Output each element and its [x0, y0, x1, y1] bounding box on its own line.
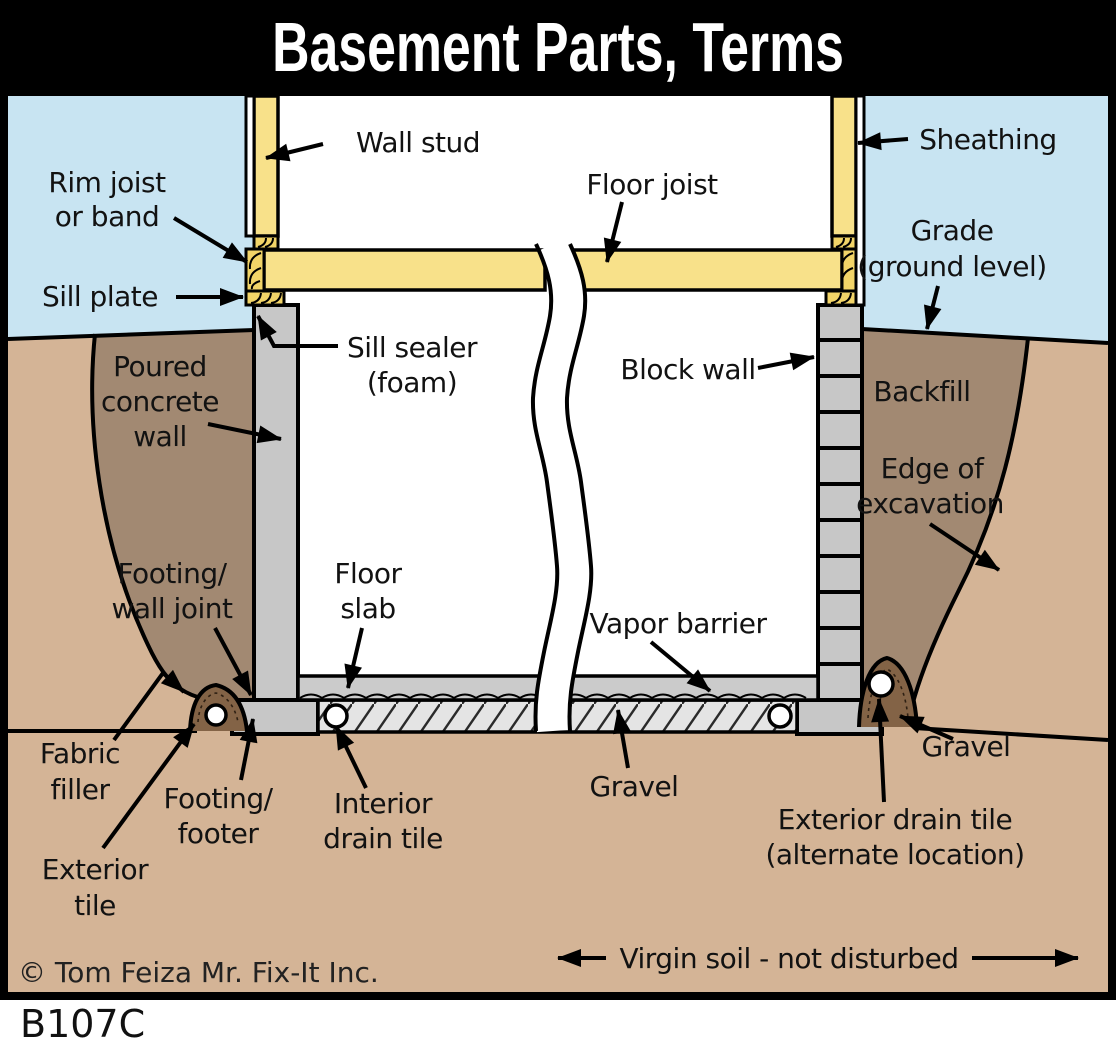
label-footing-wall-joint: Footing/ wall joint: [112, 557, 234, 625]
sill-sealer-leader: [256, 315, 338, 348]
label-fabric-filler: Fabric filler: [40, 737, 121, 806]
label-floor-joist: Floor joist: [586, 168, 718, 201]
svg-text:(alternate location): (alternate location): [765, 838, 1024, 871]
label-gravel-exterior: Gravel: [922, 730, 1011, 763]
floor-joist-leader: [603, 201, 624, 263]
svg-text:excavation: excavation: [856, 487, 1004, 520]
block-joint-lines: [818, 338, 862, 666]
label-footing-footer: Footing/ footer: [163, 782, 274, 850]
block-wall-leader: [757, 352, 815, 371]
svg-text:Poured: Poured: [113, 350, 207, 383]
svg-text:slab: slab: [340, 592, 395, 625]
label-wall-stud: Wall stud: [356, 126, 480, 159]
section-break: [530, 237, 594, 733]
footing-wall-joint-leader: [213, 627, 253, 696]
svg-text:Floor: Floor: [334, 557, 402, 590]
rim-joist-left: [244, 247, 266, 293]
svg-text:(foam): (foam): [367, 366, 457, 399]
title-bar: Basement Parts, Terms: [272, 8, 844, 86]
svg-text:Interior: Interior: [334, 787, 433, 820]
vapor-barrier-leader: [649, 640, 712, 693]
exterior-tile-pipe: [204, 703, 228, 727]
label-gravel-interior: Gravel: [590, 770, 679, 803]
exterior-drain-tile-pipe: [867, 670, 895, 698]
grade-line-left: [7, 328, 255, 341]
interior-drain-tile-leader: [334, 725, 368, 789]
sheathing-right: [854, 94, 866, 307]
svg-text:(ground level): (ground level): [857, 250, 1046, 283]
svg-text:Footing/: Footing/: [117, 557, 227, 590]
sill-plate-right: [824, 289, 860, 307]
break-wavy-line-right: [564, 243, 594, 732]
label-floor-slab: Floor slab: [334, 557, 403, 625]
gravel-interior-leader: [613, 709, 631, 769]
label-rim-joist: Rim joist or band: [48, 166, 166, 233]
label-exterior-drain-tile: Exterior drain tile (alternate location): [765, 803, 1025, 871]
break-wavy-line-left: [530, 243, 560, 732]
sole-plate-right: [830, 234, 858, 251]
sole-plate-left: [252, 234, 280, 251]
svg-text:concrete: concrete: [101, 385, 219, 418]
label-interior-drain-tile: Interior drain tile: [323, 787, 443, 855]
svg-text:Footing/: Footing/: [163, 782, 273, 815]
sill-plate-left: [244, 289, 286, 307]
label-grade: Grade (ground level): [857, 214, 1047, 283]
label-sill-sealer: Sill sealer (foam): [347, 331, 478, 399]
sheathing-leader: [857, 132, 909, 151]
svg-text:Exterior drain tile: Exterior drain tile: [778, 803, 1012, 836]
svg-text:tile: tile: [74, 889, 116, 922]
labels: Wall stud Floor joist Sheathing Rim jois…: [18, 123, 1057, 989]
backfill-right-area: [862, 330, 1028, 714]
wall-stud-right: [830, 94, 858, 238]
page-title: Basement Parts, Terms: [272, 8, 844, 86]
rim-joist-leader: [172, 216, 249, 264]
footing-footer-leader: [239, 718, 258, 781]
poured-concrete-wall: [252, 303, 300, 704]
floor-joist-left: [262, 248, 547, 292]
copyright-text: © Tom Feiza Mr. Fix-It Inc.: [18, 956, 379, 989]
svg-text:Fabric: Fabric: [40, 737, 120, 770]
edge-of-excavation-right-curve: [908, 337, 1030, 715]
floor-joist-right: [568, 248, 844, 292]
exterior-tile-leader: [101, 722, 196, 850]
svg-text:Sill sealer: Sill sealer: [347, 331, 478, 364]
fabric-filler-leader: [112, 669, 186, 742]
leader-arrows: [101, 132, 1079, 967]
edge-of-excavation-leader: [928, 522, 1001, 572]
edge-of-excavation-left-curve: [90, 333, 236, 705]
floor-slab-leader: [344, 627, 364, 689]
label-sheathing: Sheathing: [919, 123, 1056, 156]
interior-drain-tile-pipe-right: [767, 703, 793, 729]
label-edge-of-excavation: Edge of excavation: [856, 452, 1004, 520]
wall-stud-left: [252, 94, 280, 238]
exterior-drain-tile-leader: [871, 698, 890, 803]
svg-text:Exterior: Exterior: [42, 853, 149, 886]
gravel-exterior-leader: [899, 714, 954, 741]
svg-text:or band: or band: [55, 200, 160, 233]
svg-text:footer: footer: [178, 817, 260, 850]
figure-code: B107C: [20, 1002, 145, 1045]
soil-line-right: [913, 726, 1109, 742]
svg-text:Grade: Grade: [911, 214, 994, 247]
wall-stud-leader: [265, 142, 324, 162]
label-sill-plate: Sill plate: [42, 280, 158, 313]
poured-wall-leader: [207, 422, 282, 444]
label-backfill: Backfill: [873, 375, 970, 408]
svg-text:wall: wall: [133, 420, 187, 453]
svg-text:drain tile: drain tile: [323, 822, 443, 855]
grade-line-right: [861, 327, 1109, 345]
svg-text:Edge of: Edge of: [881, 452, 985, 485]
interior-drain-tile-pipe-left: [323, 703, 349, 729]
svg-text:filler: filler: [51, 773, 111, 806]
label-exterior-tile: Exterior tile: [42, 853, 150, 922]
label-virgin-soil: Virgin soil - not disturbed: [619, 942, 958, 975]
label-vapor-barrier: Vapor barrier: [590, 607, 768, 640]
label-poured-concrete-wall: Poured concrete wall: [101, 350, 220, 453]
sheathing-left: [244, 94, 256, 238]
svg-text:wall joint: wall joint: [112, 592, 233, 625]
label-block-wall: Block wall: [620, 353, 755, 386]
svg-text:Rim joist: Rim joist: [48, 166, 166, 199]
grade-leader: [923, 285, 942, 330]
